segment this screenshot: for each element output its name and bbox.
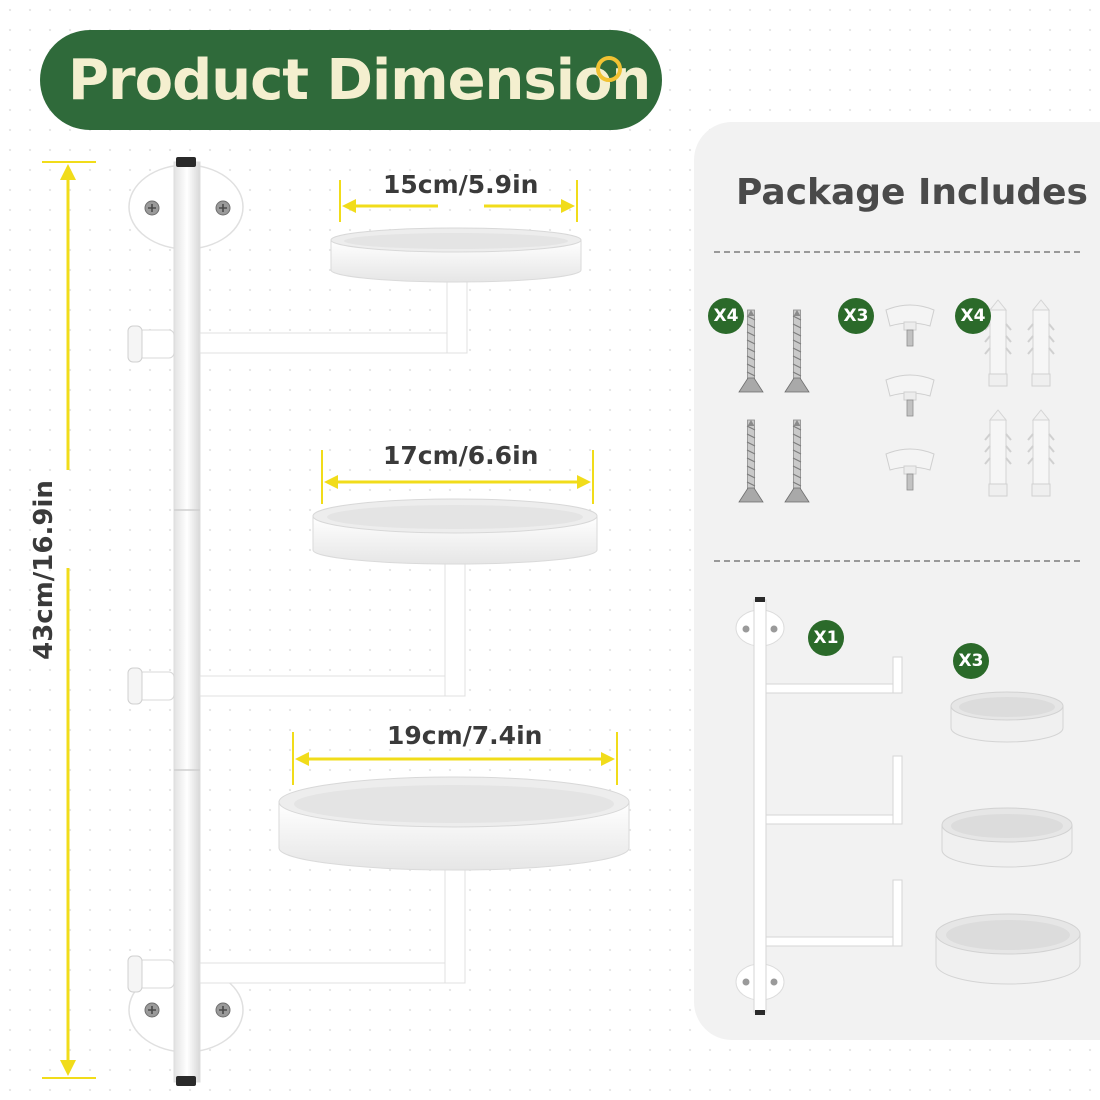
package-title: Package Includes — [736, 172, 1088, 213]
tray-large-width-label: 19cm/7.4in — [387, 721, 543, 750]
page-title: Product Dimension — [68, 47, 651, 113]
trays-qty-badge: X3 — [953, 643, 989, 679]
tray-medium-width-label: 17cm/6.6in — [383, 441, 539, 470]
trays-illustration — [935, 691, 1081, 985]
width-dimension-small — [339, 180, 578, 222]
arm-top — [127, 275, 468, 363]
knobs-qty-badge: X3 — [838, 298, 874, 334]
arm-middle — [127, 559, 466, 705]
wall-anchors-illustration — [984, 299, 1055, 497]
frame-qty-badge: X1 — [808, 620, 844, 656]
screws-illustration — [738, 309, 810, 503]
knobs-illustration — [885, 304, 935, 491]
title-ring-decoration — [596, 56, 622, 82]
title-banner: Product Dimension — [40, 30, 662, 130]
vertical-pole — [173, 157, 201, 1086]
arm-bottom — [127, 861, 466, 993]
height-dimension-line — [42, 161, 96, 1079]
tray-small — [330, 227, 582, 283]
shelf-frame-illustration — [735, 597, 903, 1015]
divider-top — [714, 251, 1080, 253]
anchors-qty-badge: X4 — [955, 298, 991, 334]
tray-large — [278, 776, 630, 871]
width-dimension-large — [292, 732, 618, 785]
tray-small-width-label: 15cm/5.9in — [383, 170, 539, 199]
width-dimension-medium — [321, 450, 594, 504]
divider-bottom — [714, 560, 1080, 562]
tray-medium — [312, 498, 598, 565]
screws-qty-badge: X4 — [708, 298, 744, 334]
